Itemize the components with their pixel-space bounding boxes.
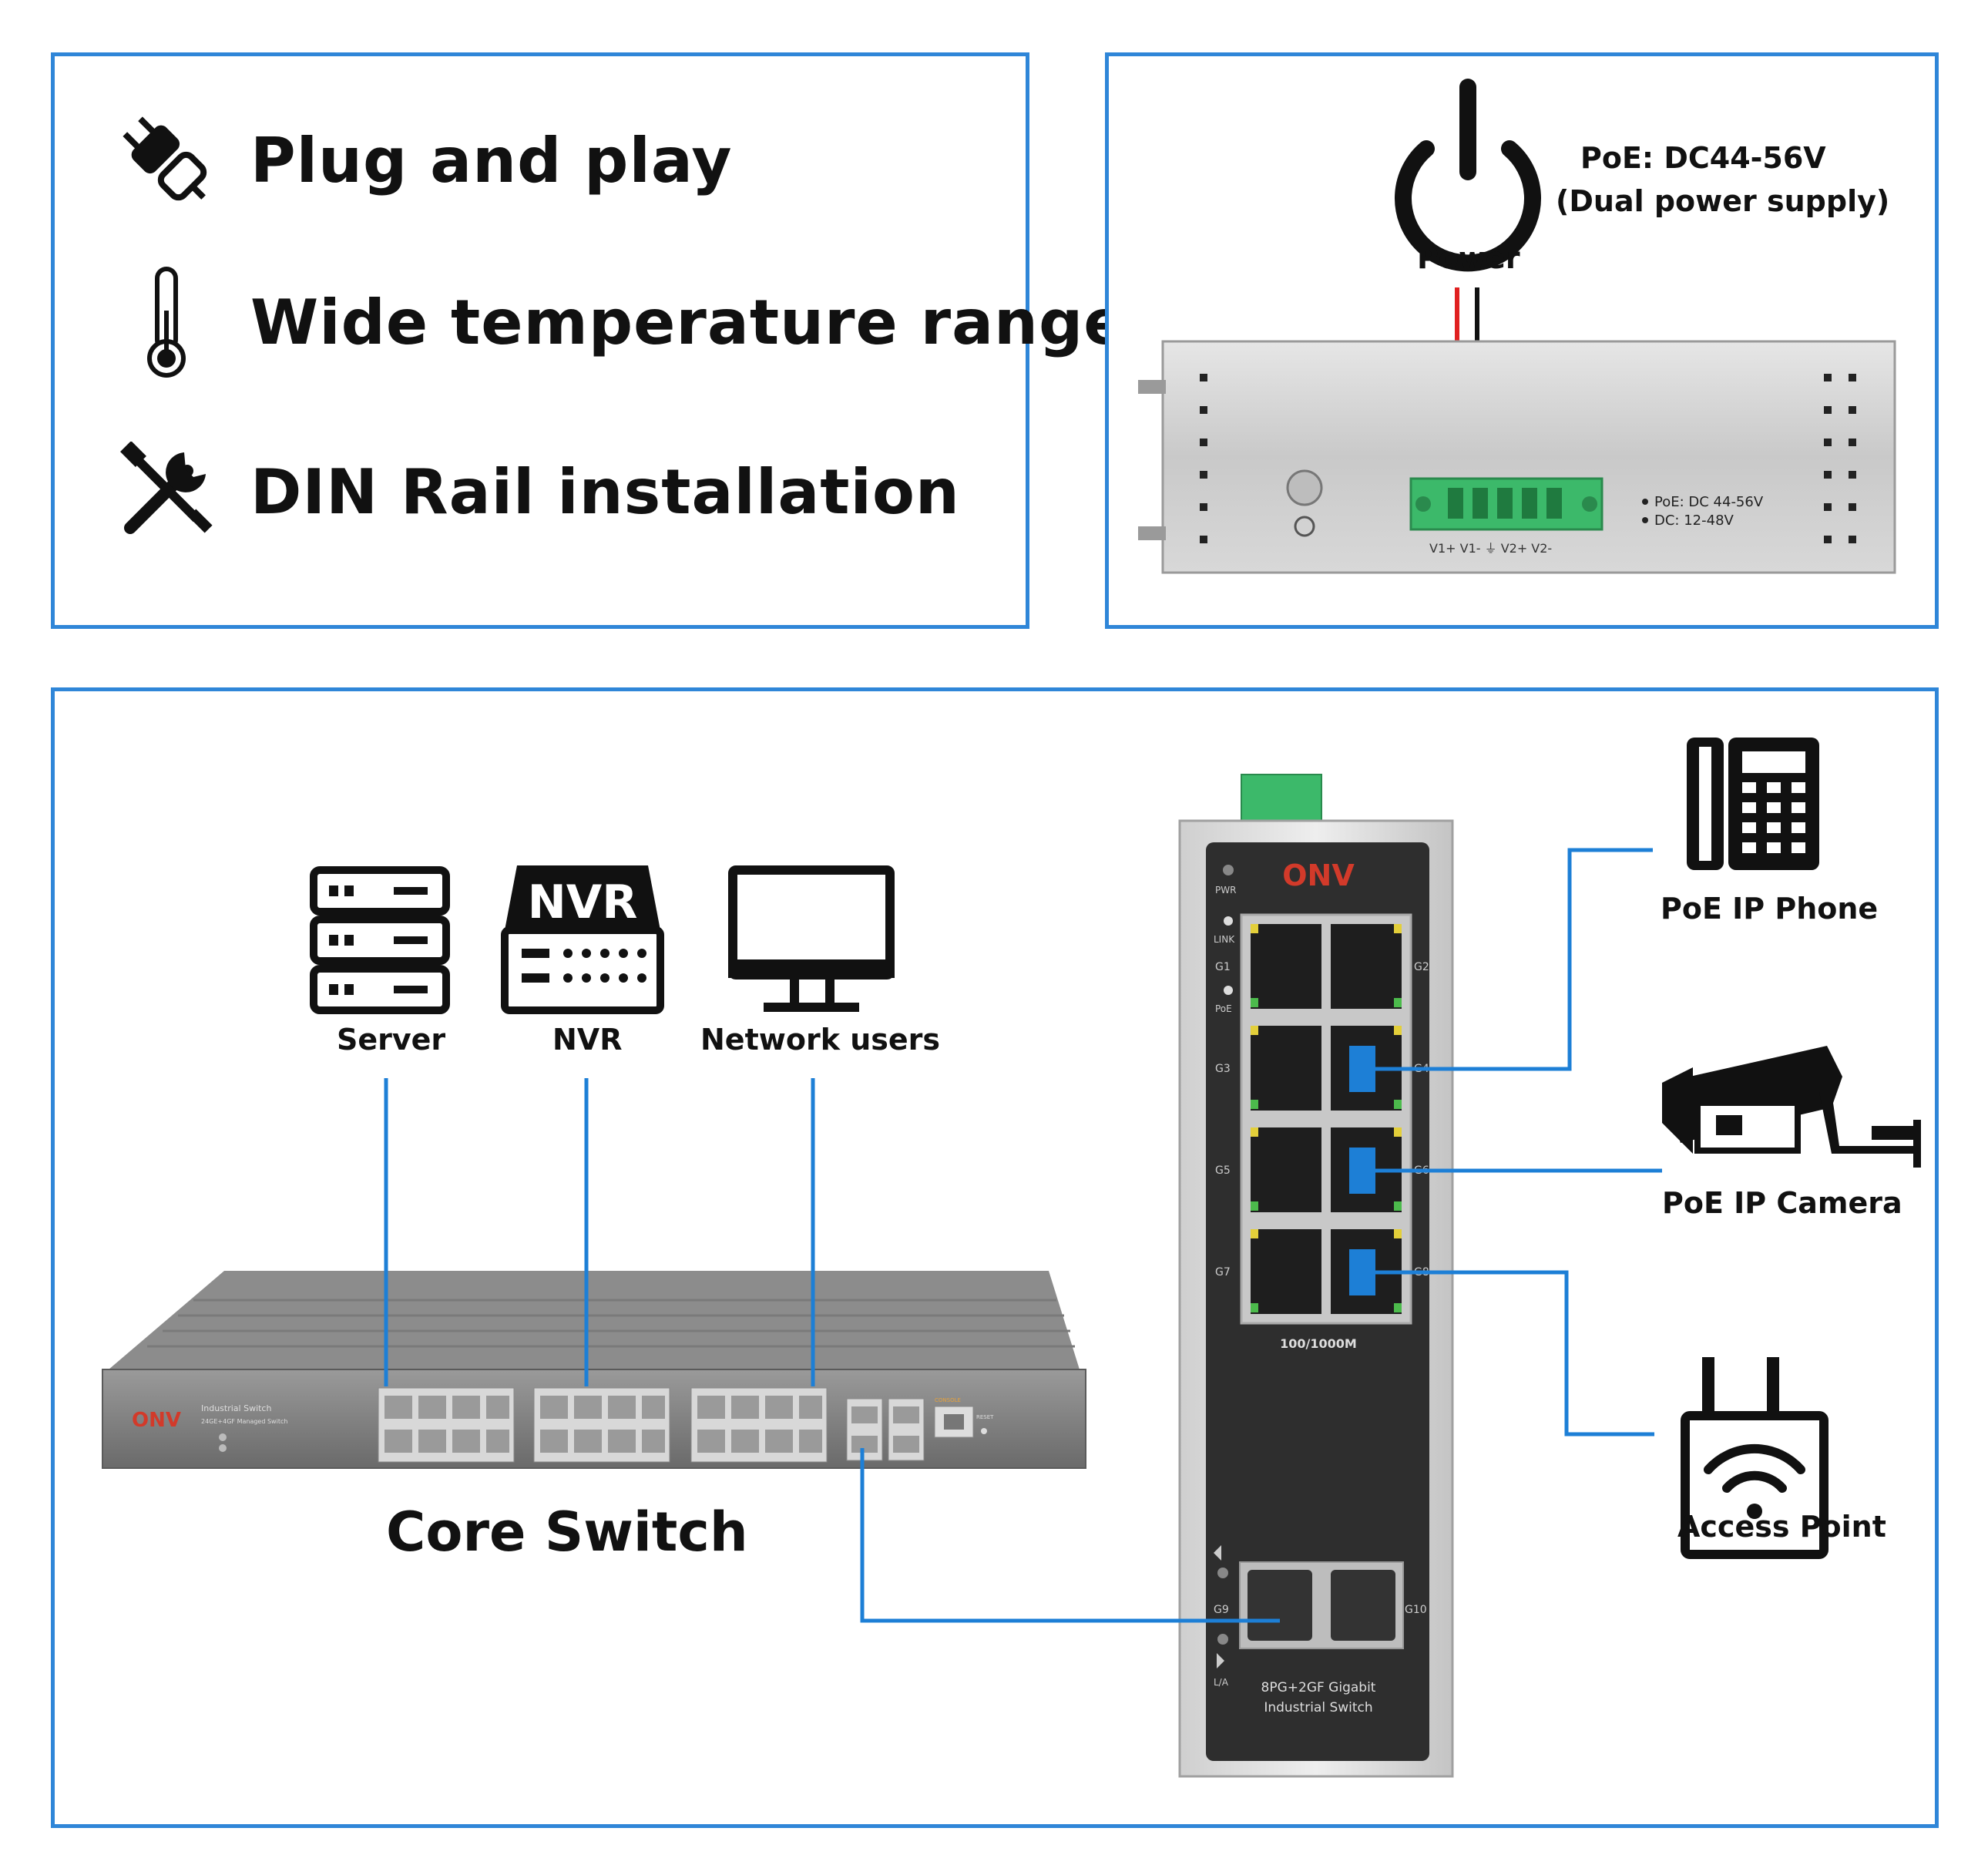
server-icon bbox=[310, 866, 450, 1014]
port-label-g3: G3 bbox=[1215, 1063, 1231, 1075]
power-icon bbox=[1395, 79, 1541, 272]
topology-diagram: NVR bbox=[102, 738, 1921, 1778]
monitor-icon bbox=[728, 865, 895, 1012]
power-spec-2: (Dual power supply) bbox=[1556, 184, 1890, 218]
poe-ip-camera-label: PoE IP Camera bbox=[1662, 1186, 1902, 1220]
feature-wide-temperature: Wide temperature range bbox=[55, 264, 1127, 380]
ground-screw bbox=[1286, 469, 1323, 506]
thermometer-icon bbox=[109, 264, 224, 380]
fiber-label-g10: G10 bbox=[1405, 1604, 1427, 1616]
core-brand: ONV bbox=[132, 1409, 181, 1432]
core-console: CONSOLE bbox=[935, 1397, 961, 1403]
power-panel: V1+ V1- ⏚ V2+ V2- PoE: DC 44-56V DC: 12-… bbox=[1105, 52, 1939, 629]
server-label: Server bbox=[337, 1023, 446, 1057]
connection-lines bbox=[384, 848, 1662, 1623]
tools-icon bbox=[109, 434, 224, 549]
poe-ip-phone-label: PoE IP Phone bbox=[1661, 892, 1879, 926]
nvr-label: NVR bbox=[552, 1023, 623, 1057]
core-reset: RESET bbox=[976, 1414, 994, 1420]
link-access-point bbox=[1365, 1270, 1654, 1437]
plug-icon bbox=[109, 102, 224, 218]
power-illustration: V1+ V1- ⏚ V2+ V2- PoE: DC 44-56V DC: 12-… bbox=[1138, 79, 1896, 574]
ind-poe: PoE bbox=[1215, 1003, 1232, 1014]
port-label-g1: G1 bbox=[1215, 961, 1231, 973]
nvr-box-text: NVR bbox=[528, 875, 638, 929]
core-switch-label: Core Switch bbox=[386, 1500, 748, 1564]
link-fiber-uplink bbox=[860, 1448, 1280, 1623]
feature-din-rail: DIN Rail installation bbox=[55, 434, 960, 549]
feature-plug-and-play: Plug and play bbox=[55, 102, 733, 218]
power-label: Power bbox=[1417, 241, 1520, 275]
terminal-labels: V1+ V1- ⏚ V2+ V2- bbox=[1429, 541, 1552, 556]
features-panel: Plug and play Wide temperature range DIN… bbox=[51, 52, 1126, 629]
topology-panel: NVR bbox=[51, 687, 1939, 1828]
feature-label: Wide temperature range bbox=[250, 286, 1127, 358]
power-spec-1: PoE: DC44-56V bbox=[1580, 141, 1826, 175]
port-label-g2: G2 bbox=[1414, 961, 1429, 973]
speed-label: 100/1000M bbox=[1280, 1336, 1357, 1351]
top-terminal bbox=[1241, 774, 1322, 825]
ind-la: L/A bbox=[1214, 1677, 1229, 1688]
model-line2: Industrial Switch bbox=[1264, 1700, 1372, 1715]
nvr-icon: NVR bbox=[501, 865, 664, 1014]
ind-pwr: PWR bbox=[1215, 885, 1236, 896]
switch-chassis-side bbox=[1161, 340, 1896, 574]
access-point-icon bbox=[1681, 1357, 1828, 1559]
access-point-label: Access Point bbox=[1677, 1510, 1886, 1544]
ip-camera-icon bbox=[1662, 1046, 1921, 1168]
core-switch: ONV Industrial Switch 24GE+4GF Managed S… bbox=[102, 1271, 1086, 1469]
ind-brand: ONV bbox=[1282, 859, 1355, 892]
link-ip-phone bbox=[1365, 848, 1653, 1071]
plate-spec-1: PoE: DC 44-56V bbox=[1654, 494, 1764, 510]
feature-label: Plug and play bbox=[250, 124, 733, 197]
model-line1: 8PG+2GF Gigabit bbox=[1261, 1680, 1376, 1695]
network-users-label: Network users bbox=[700, 1023, 940, 1057]
core-line2: 24GE+4GF Managed Switch bbox=[201, 1418, 287, 1425]
core-line1: Industrial Switch bbox=[201, 1403, 271, 1413]
industrial-switch: ONV PWR LINK PoE bbox=[1178, 774, 1454, 1778]
port-label-g5: G5 bbox=[1215, 1164, 1231, 1177]
ip-phone-icon bbox=[1687, 738, 1819, 870]
port-label-g7: G7 bbox=[1215, 1266, 1231, 1279]
plate-spec-2: DC: 12-48V bbox=[1654, 512, 1734, 529]
fiber-label-g9: G9 bbox=[1214, 1604, 1229, 1616]
ind-link: LINK bbox=[1214, 934, 1235, 945]
feature-label: DIN Rail installation bbox=[250, 455, 960, 528]
